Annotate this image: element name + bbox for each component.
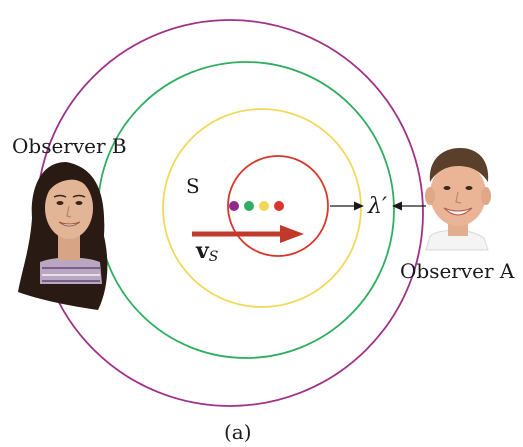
observer-b-label: Observer B bbox=[12, 134, 127, 158]
source-dot-3 bbox=[259, 201, 269, 211]
velocity-arrow bbox=[192, 225, 304, 243]
wavefront-third bbox=[162, 108, 362, 308]
source-dot-1 bbox=[229, 201, 239, 211]
velocity-label-subscript: S bbox=[208, 249, 219, 265]
wavelength-label: λ′ bbox=[368, 194, 387, 219]
wavelength-arrow-right bbox=[392, 201, 426, 211]
source-dot-2 bbox=[244, 201, 254, 211]
wavefront-inner bbox=[227, 155, 329, 257]
observer-a-label: Observer A bbox=[400, 259, 515, 283]
velocity-label-main: v bbox=[196, 238, 209, 264]
source-dot-4 bbox=[274, 201, 284, 211]
velocity-label: vS bbox=[196, 240, 218, 264]
observer-a-photo bbox=[425, 148, 491, 251]
observer-b-photo bbox=[18, 162, 108, 310]
wavelength-arrow-left bbox=[330, 201, 364, 211]
source-label: S bbox=[186, 174, 200, 198]
figure-caption: (a) bbox=[224, 420, 252, 444]
